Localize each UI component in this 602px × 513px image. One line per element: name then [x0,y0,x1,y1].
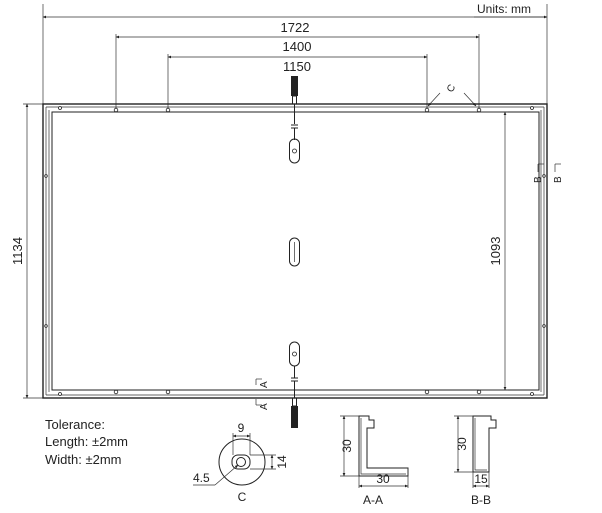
section-a-top: A [259,381,270,388]
section-a-bottom: A [259,403,270,410]
section-b-right: B [553,176,564,183]
detail-c: 9 14 4.5 C [193,421,289,504]
detail-bb: 30 15 B-B [454,415,497,507]
detail-aa-caption: A-A [363,493,383,507]
units-label: Units: mm [477,2,531,16]
dim-1150: 1150 [167,54,428,110]
section-c-callout: C [427,83,477,107]
top-cable [289,76,300,164]
detail-c-14: 14 [275,455,289,469]
detail-bb-15: 15 [474,472,488,486]
tolerance-width: Width: ±2mm [45,452,121,467]
detail-aa-30h: 30 [376,472,390,486]
dim-1150-label: 1150 [283,59,311,74]
section-a-markers: A A [255,378,270,410]
detail-bb-caption: B-B [471,493,491,507]
junction-box [289,237,300,267]
section-b-left: B [533,176,544,183]
bottom-cable [289,341,300,428]
detail-c-caption: C [238,490,247,504]
dim-1134: 1134 [10,103,43,399]
dim-1722: 1722 [42,4,548,104]
detail-bb-30v: 30 [455,437,469,451]
dim-1093: 1093 [479,111,508,391]
detail-c-9: 9 [238,421,245,435]
tolerance-title: Tolerance: [45,417,105,432]
dim-1134-label: 1134 [10,237,25,265]
mounting-holes [44,106,546,396]
detail-aa-30v: 30 [340,439,354,453]
dim-1400-label: 1400 [283,39,312,54]
dim-1093-label: 1093 [488,237,503,266]
section-b-markers: B B [533,163,564,183]
detail-c-4-5: 4.5 [193,471,210,485]
dim-1400: 1400 [115,34,480,110]
detail-aa: 30 30 A-A [340,415,409,507]
dim-1722-label: 1722 [281,20,310,35]
tolerance-block: Tolerance: Length: ±2mm Width: ±2mm [45,417,128,467]
section-c-mark: C [445,83,458,95]
tolerance-length: Length: ±2mm [45,434,128,449]
